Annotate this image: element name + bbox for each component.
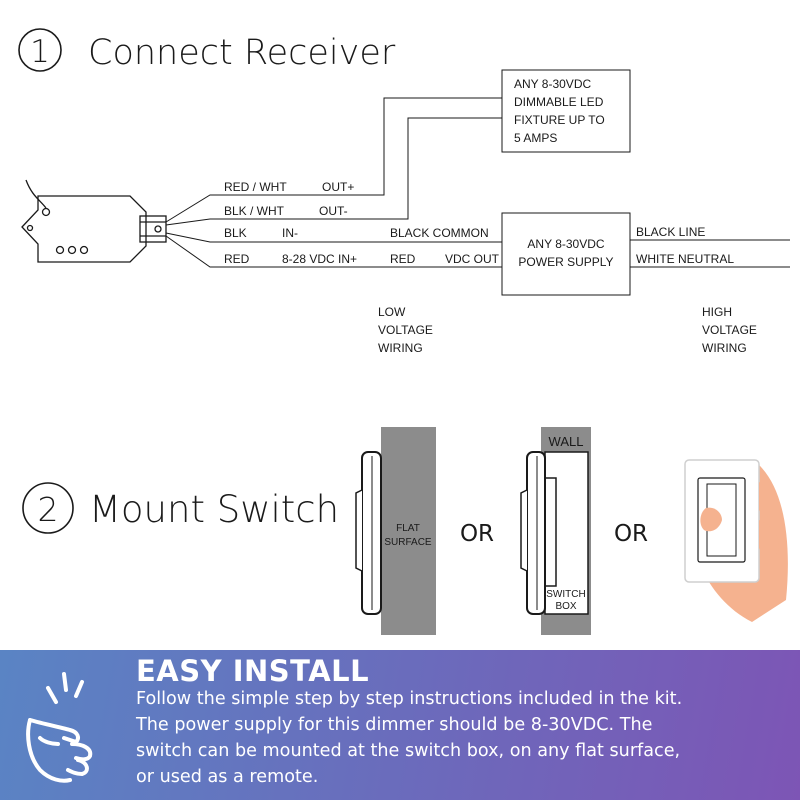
or-label-2: OR (614, 521, 648, 547)
wire-label-black-common: BLACK COMMON (390, 226, 489, 240)
high-voltage-line-1: HIGH (702, 305, 732, 319)
high-voltage-line-2: VOLTAGE (702, 323, 757, 337)
banner-line-4: or used as a remote. (136, 767, 319, 787)
banner-title: EASY INSTALL (136, 654, 370, 688)
led-fixture-line-1: ANY 8-30VDC (514, 77, 591, 91)
switch-box-label-2: BOX (555, 601, 576, 612)
wire-label-red-2: RED (390, 252, 416, 266)
wire-label-out-plus: OUT+ (322, 180, 354, 194)
wire-label-black-line: BLACK LINE (636, 225, 705, 239)
or-label-1: OR (460, 521, 494, 547)
banner-line-2: The power supply for this dimmer should … (136, 715, 653, 735)
easy-install-banner (0, 650, 800, 800)
step2-number: 2 (38, 490, 59, 529)
flat-surface-mount (355, 427, 436, 635)
wire-label-blk: BLK (224, 226, 247, 240)
led-fixture-line-3: FIXTURE UP TO (514, 113, 605, 127)
power-supply-box (501, 212, 631, 296)
banner-body: Follow the simple step by step instructi… (136, 686, 796, 790)
receiver-module-icon (21, 179, 167, 263)
low-voltage-line-2: VOLTAGE (378, 323, 433, 337)
step2-number-circle (22, 482, 74, 534)
wire-label-in-minus: IN- (282, 226, 298, 240)
high-voltage-line-3: WIRING (702, 341, 747, 355)
step1-title: Connect Receiver (88, 33, 396, 73)
wiring-diagram: 1 Connect Receiver ANY 8-30VDC (18, 28, 790, 635)
switch-box-label-1: SWITCH (546, 589, 585, 600)
wire-label-blk-wht: BLK / WHT (224, 204, 285, 218)
step2-title: Mount Switch (89, 488, 339, 531)
low-voltage-line-3: WIRING (378, 341, 423, 355)
wire-label-red-wht: RED / WHT (224, 180, 287, 194)
wall-label: WALL (549, 434, 584, 449)
banner-line-3: switch can be mounted at the switch box,… (136, 741, 681, 761)
wire-label-vdc-out: VDC OUT (445, 252, 500, 266)
led-fixture-line-2: DIMMABLE LED (514, 95, 604, 109)
flat-surface-label-2: SURFACE (384, 537, 432, 548)
wire-label-out-minus: OUT- (319, 204, 348, 218)
flat-surface-label-1: FLAT (396, 523, 420, 534)
power-supply-line-1: ANY 8-30VDC (527, 237, 604, 251)
led-fixture-box (501, 69, 631, 153)
low-voltage-line-1: LOW (378, 305, 406, 319)
step1-number-circle (18, 28, 62, 72)
receiver-wires (165, 97, 790, 268)
power-supply-line-2: POWER SUPPLY (518, 255, 613, 269)
handheld-remote-icon (684, 459, 788, 622)
banner-line-1: Follow the simple step by step instructi… (136, 689, 683, 709)
wire-label-vdc-in: 8-28 VDC IN+ (282, 252, 357, 266)
wire-label-red: RED (224, 252, 250, 266)
hand-snap-icon (26, 672, 93, 783)
step1-number: 1 (30, 34, 50, 70)
switch-box-mount (520, 427, 591, 635)
led-fixture-line-4: 5 AMPS (514, 131, 557, 145)
wire-label-white-neutral: WHITE NEUTRAL (636, 252, 734, 266)
